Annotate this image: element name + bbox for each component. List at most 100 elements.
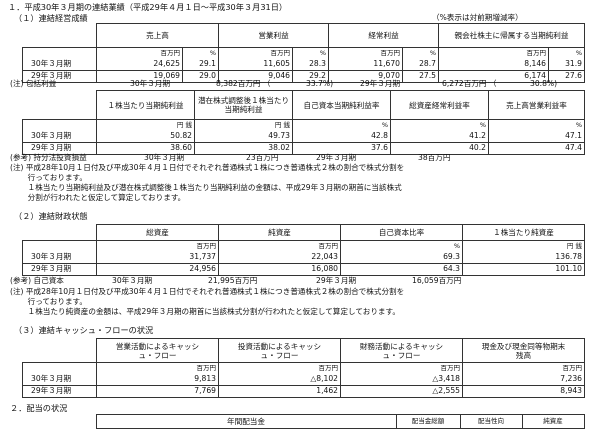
comprehensive-income-label: (注) 包括利益 — [10, 79, 57, 88]
unit-cell: 百万円 — [96, 362, 219, 374]
row-label: 29年３月期 — [22, 263, 97, 276]
header-annual-dividend: 年間配当金 — [95, 414, 397, 429]
per-share-table: １株当たり当期純利益 潜在株式調整後１株当たり当期純利益 自己資本当期純利益率 … — [22, 90, 585, 155]
value-cell: △2,555 — [340, 385, 463, 398]
comprehensive-income-pct29: 30.8%) — [530, 79, 558, 88]
header-eps: １株当たり当期純利益 — [96, 90, 195, 120]
unit-cell: 百万円 — [462, 362, 585, 374]
value-cell: 9,813 — [96, 374, 219, 386]
unit-cell: 円 銭 — [462, 240, 585, 252]
header-diluted-eps: 潜在株式調整後１株当たり当期純利益 — [194, 90, 293, 120]
header-bps: １株当たり純資産 — [462, 224, 585, 241]
table-row: 29年３月期 7,769 1,462 △2,555 8,943 — [22, 385, 585, 398]
header-net-assets-div: 純資産 — [521, 414, 585, 429]
value-cell: 31,737 — [96, 252, 219, 264]
cash-flow-table: 営業活動によるキャッシュ・フロー 投資活動によるキャッシュ・フロー 財務活動によ… — [22, 338, 585, 398]
header-dividend-total: 配当金総額 — [395, 414, 461, 429]
equity-method-year30: 30年３月期 — [144, 153, 185, 162]
header-equity-ratio: 自己資本比率 — [340, 224, 463, 241]
value-cell: 49.73 — [194, 131, 293, 143]
row-label: 30年３月期 — [22, 374, 97, 386]
value-cell: 8,943 — [462, 385, 585, 398]
unit-cell: % — [182, 47, 219, 59]
section-heading-operating-results: （１）連結経営成績 — [14, 13, 88, 23]
table-row: 30年３月期 9,813 △8,102 △3,418 7,236 — [22, 374, 585, 386]
row-label: 29年３月期 — [22, 70, 97, 83]
equity-method-value29: 38百万円 — [418, 153, 451, 162]
header-ordinary-income: 経常利益 — [328, 23, 439, 48]
value-cell: 7,769 — [96, 385, 219, 398]
header-cash-balance: 現金及び現金同等物期末残高 — [462, 338, 585, 363]
unit-cell: 百万円 — [218, 362, 341, 374]
equity-year30: 30年３月期 — [112, 276, 153, 285]
financial-position-table: 総資産 純資産 自己資本比率 １株当たり純資産 百万円 百万円 % 円 銭 30… — [22, 224, 585, 276]
value-cell: 11,605 — [218, 59, 293, 71]
header-financing-cf: 財務活動によるキャッシュ・フロー — [340, 338, 463, 363]
section-heading-cash-flows: （３）連結キャッシュ・フローの状況 — [14, 325, 154, 335]
unit-cell: % — [402, 47, 439, 59]
unit-cell: 百万円 — [340, 362, 463, 374]
unit-cell: 百万円 — [218, 47, 293, 59]
comprehensive-income-value29: 6,272百万円 （ — [442, 79, 497, 88]
row-label: 30年３月期 — [22, 59, 97, 71]
row-label: 30年３月期 — [22, 131, 97, 143]
value-cell: 50.82 — [96, 131, 195, 143]
comprehensive-income-value30: 8,382百万円 （ — [216, 79, 271, 88]
value-cell: 19,069 — [96, 70, 183, 83]
comprehensive-income-pct30: 33.7%) — [306, 79, 334, 88]
equity-label: (参考) 自己資本 — [10, 276, 64, 285]
header-roe: 自己資本当期純利益率 — [292, 90, 391, 120]
value-cell: △3,418 — [340, 374, 463, 386]
header-payout-ratio: 配当性向 — [459, 414, 523, 429]
value-cell: 16,080 — [218, 263, 341, 276]
percent-note: （%表示は対前期増減率） — [432, 13, 523, 22]
header-net-assets: 純資産 — [218, 224, 341, 241]
value-cell: 47.1 — [488, 131, 585, 143]
value-cell: △8,102 — [218, 374, 341, 386]
value-cell: 27.6 — [548, 70, 585, 83]
value-cell: 28.7 — [402, 59, 439, 71]
value-cell: 42.8 — [292, 131, 391, 143]
equity-method-year29: 29年３月期 — [316, 153, 357, 162]
value-cell: 11,670 — [328, 59, 403, 71]
operating-results-table: 売上高 営業利益 経常利益 親会社株主に帰属する当期純利益 百万円% 百万円% … — [22, 23, 585, 83]
value-cell: 27.5 — [402, 70, 439, 83]
unit-cell: 百万円 — [328, 47, 403, 59]
value-cell: 29.0 — [182, 70, 219, 83]
equity-value29: 16,059百万円 — [412, 276, 462, 285]
unit-cell: % — [390, 119, 489, 131]
table-row: 30年３月期 31,737 22,043 69.3 136.78 — [22, 252, 585, 264]
value-cell: 136.78 — [462, 252, 585, 264]
page-title: １．平成30年３月期の連結業績（平成29年４月１日～平成30年３月31日） — [8, 2, 288, 12]
value-cell: 29.2 — [292, 70, 329, 83]
value-cell: 1,462 — [218, 385, 341, 398]
header-investing-cf: 投資活動によるキャッシュ・フロー — [218, 338, 341, 363]
note-line: 分割が行われたと仮定して算定しております。 — [10, 193, 186, 202]
header-sales: 売上高 — [96, 23, 219, 48]
header-operating-income: 営業利益 — [218, 23, 329, 48]
table-row: 30年３月期 50.82 49.73 42.8 41.2 47.1 — [22, 131, 585, 143]
value-cell: 9,046 — [218, 70, 293, 83]
header-operating-margin: 売上高営業利益率 — [488, 90, 585, 120]
value-cell: 24,956 — [96, 263, 219, 276]
unit-cell: % — [488, 119, 585, 131]
unit-cell: 百万円 — [96, 240, 219, 252]
note-line: １株当たり純資産の金額は、平成29年３月期の期首に当該株式分割が行われたと仮定し… — [10, 307, 400, 316]
value-cell: 22,043 — [218, 252, 341, 264]
header-operating-cf: 営業活動によるキャッシュ・フロー — [96, 338, 219, 363]
value-cell: 64.3 — [340, 263, 463, 276]
value-cell: 7,236 — [462, 374, 585, 386]
row-label: 29年３月期 — [22, 385, 97, 398]
section-heading-financial-position: （２）連結財政状態 — [14, 211, 88, 221]
unit-cell: % — [292, 47, 329, 59]
dividends-table: 年間配当金 配当金総額 配当性向 純資産 — [22, 414, 585, 429]
unit-cell: 円 銭 — [194, 119, 293, 131]
value-cell: 41.2 — [390, 131, 489, 143]
header-roa: 総資産経常利益率 — [390, 90, 489, 120]
value-cell: 69.3 — [340, 252, 463, 264]
unit-cell: 百万円 — [218, 240, 341, 252]
comprehensive-income-year30: 30年３月期 — [130, 79, 171, 88]
table-row: 29年３月期 38.60 38.02 37.6 40.2 47.4 — [22, 142, 585, 155]
